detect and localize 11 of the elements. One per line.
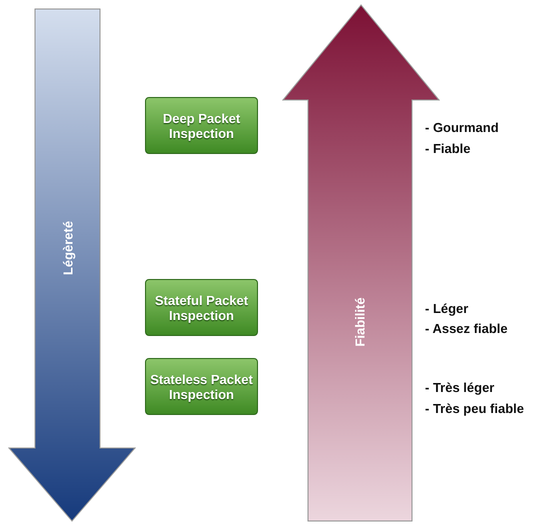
note-text: - Assez fiable: [425, 321, 508, 336]
note-text: - Léger: [425, 301, 468, 316]
process-box: Stateless Packet Inspection: [145, 358, 258, 415]
note-text: - Très léger: [425, 380, 494, 395]
note-text: - Fiable: [425, 141, 471, 156]
process-box: Stateful Packet Inspection: [145, 279, 258, 336]
arrow-label: Fiabilité: [352, 297, 368, 347]
arrow-label: Légèreté: [60, 220, 75, 276]
process-box: Deep Packet Inspection: [145, 97, 258, 154]
note-text: - Gourmand: [425, 120, 499, 135]
note-text: - Très peu fiable: [425, 401, 524, 416]
